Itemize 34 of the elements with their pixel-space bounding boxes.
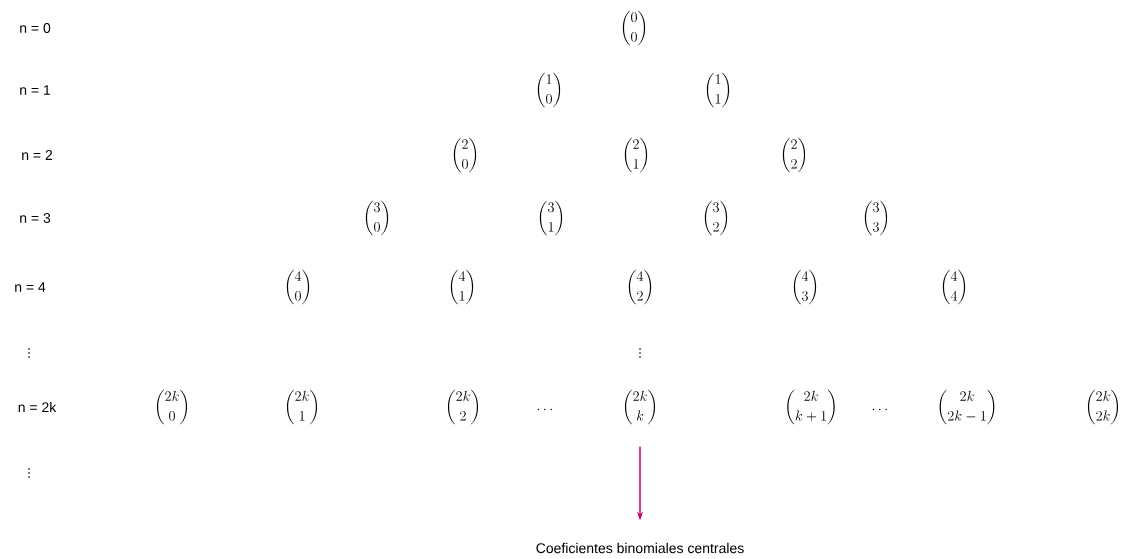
binomial-coefficient: $\binom{2k}{k}$ [624, 389, 656, 425]
binomial-coefficient: $\binom{2k}{2k}$ [1087, 389, 1118, 425]
binomial-coefficient: $\binom{1}{1}$ [706, 72, 730, 108]
binomial-coefficient: $\binom{2k}{2k-1}$ [939, 389, 995, 425]
row-label: n = 1 [20, 85, 51, 95]
vertical-ellipsis: $\vdots$ [28, 468, 30, 478]
ellipsis: $\cdots$ [537, 408, 552, 411]
binomial-coefficient: $\binom{0}{0}$ [622, 10, 646, 46]
row-label: n = 2 [22, 150, 53, 160]
binomial-coefficient: $\binom{2}{0}$ [453, 137, 477, 173]
binomial-coefficient: $\binom{2k}{k+1}$ [787, 389, 835, 425]
binomial-coefficient: $\binom{4}{1}$ [450, 269, 474, 305]
binomial-coefficient: $\binom{2}{1}$ [624, 137, 648, 173]
ellipsis: $\cdots$ [872, 408, 887, 411]
binomial-coefficient: $\binom{4}{3}$ [793, 269, 817, 305]
binomial-coefficient: $\binom{2k}{1}$ [286, 389, 318, 425]
row-label: n = 0 [20, 23, 51, 33]
binomial-coefficient: $\binom{4}{0}$ [286, 269, 310, 305]
binomial-coefficient: $\binom{4}{2}$ [628, 269, 652, 305]
binomial-coefficient: $\binom{4}{4}$ [942, 269, 966, 305]
caption-text: Coeficientes binomiales centrales [536, 542, 744, 554]
binomial-coefficient: $\binom{3}{1}$ [539, 200, 563, 236]
binomial-coefficient: $\binom{2k}{0}$ [157, 389, 188, 425]
binomial-coefficient: $\binom{2k}{2}$ [447, 389, 479, 425]
vertical-ellipsis: $\vdots$ [639, 348, 641, 358]
binomial-coefficient: $\binom{2}{2}$ [782, 137, 806, 173]
row-label: n = 2k [18, 401, 57, 413]
binomial-coefficient: $\binom{3}{2}$ [704, 200, 728, 236]
binomial-coefficient: $\binom{3}{0}$ [365, 200, 389, 236]
binomial-coefficient: $\binom{3}{3}$ [864, 200, 888, 236]
row-label: n = 3 [20, 213, 51, 223]
row-label: n = 4 [15, 282, 46, 292]
binomial-coefficient: $\binom{1}{0}$ [537, 72, 561, 108]
vertical-ellipsis: $\vdots$ [28, 348, 30, 358]
